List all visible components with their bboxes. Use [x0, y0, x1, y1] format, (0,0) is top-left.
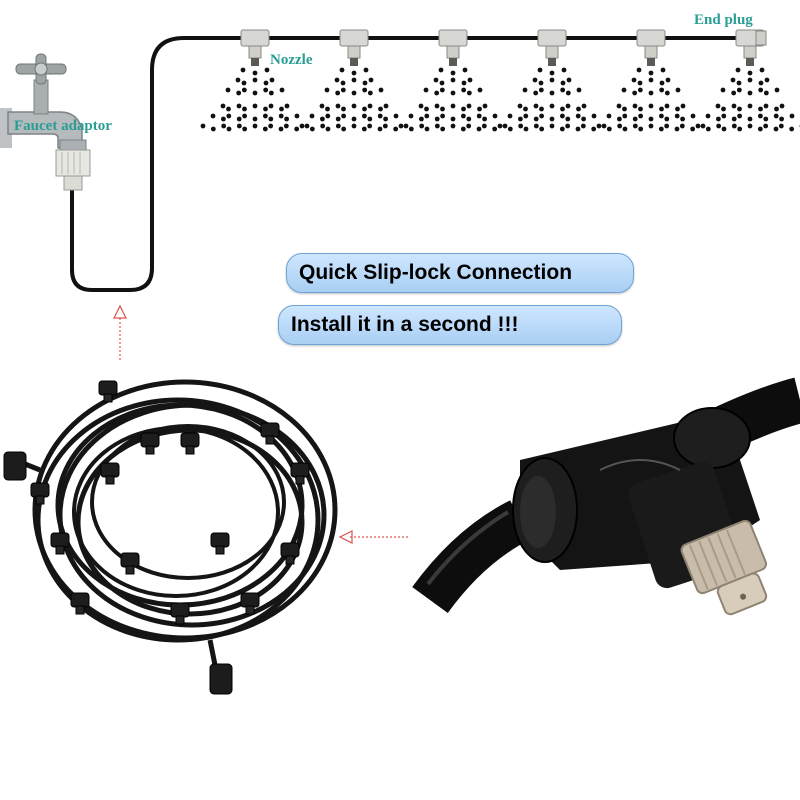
subline-banner: Install it in a second !!!: [278, 305, 622, 345]
nozzle-row: [200, 29, 800, 132]
coil-tee-icon: [240, 592, 260, 615]
coil-tee-icon: [210, 532, 230, 555]
nozzle-label: Nozzle: [270, 52, 313, 68]
coil-tee-icon: [100, 462, 120, 485]
headline-banner: Quick Slip-lock Connection: [286, 253, 634, 293]
coil-tee-icon: [70, 592, 90, 615]
end-plug-icon: [755, 30, 767, 46]
faucet-adaptor-icon: [55, 149, 91, 191]
coil-tee-icon: [30, 482, 50, 505]
coil-end-fitting-icon: [3, 451, 233, 695]
faucet-adaptor-label: Faucet adaptor: [14, 118, 112, 134]
coil-tee-icon: [170, 602, 190, 625]
tee-connector-icon: [412, 377, 800, 616]
faucet-icon: [0, 53, 87, 155]
coil-tee-icon: [120, 552, 140, 575]
coil-tee-icon: [290, 462, 310, 485]
mist-nozzle-icon: [299, 29, 409, 132]
arrow-left-icon: [338, 530, 408, 544]
mist-nozzle-icon: [695, 29, 800, 132]
coil-tee-icon: [260, 422, 280, 445]
coil-tee-icon: [50, 532, 70, 555]
coil-tee-icon: [98, 380, 118, 403]
coil-tee-icon: [140, 432, 160, 455]
tubing-coil-icon: [9, 379, 338, 691]
supply-tubing-line: [70, 36, 764, 292]
mist-nozzle-icon: [596, 29, 706, 132]
coil-tee-icon: [180, 432, 200, 455]
arrow-up-icon: [113, 304, 127, 360]
coil-tee-fittings: [30, 380, 310, 625]
mist-nozzle-icon: [497, 29, 607, 132]
mist-nozzle-icon: [200, 29, 310, 132]
end-plug-label: End plug: [694, 12, 753, 28]
mist-nozzle-icon: [398, 29, 508, 132]
coil-tee-icon: [280, 542, 300, 565]
